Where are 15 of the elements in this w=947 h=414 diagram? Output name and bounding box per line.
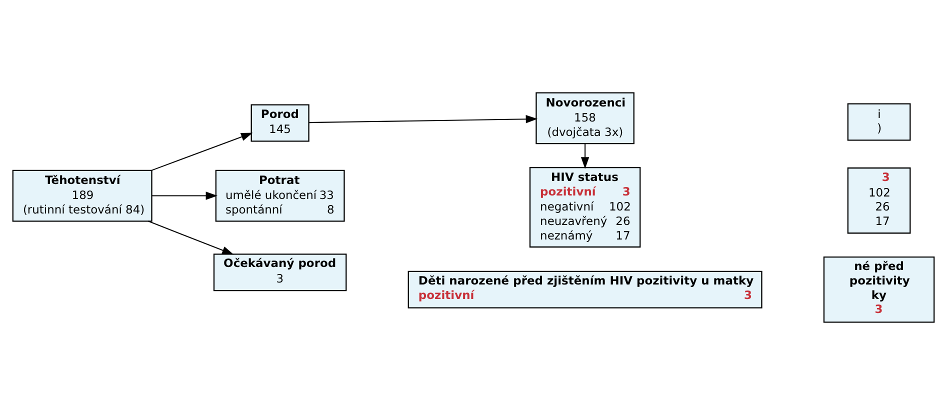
arrow [148,220,234,254]
node-box: i ) [847,102,911,140]
node-box: Očekávaný porod 3 [213,253,347,291]
arrow [309,114,538,123]
node-box: Novorozenci 158 (dvojčata 3x) [536,92,634,144]
node-box: 3 102 26 17 [847,166,911,234]
node-box: né před pozitivity ky 3 [823,256,935,322]
node-box: Děti narozené před zjištěním HIV pozitivity u matky pozitivní 3 [408,270,762,308]
node-box: Těhotenství 189 (rutinní testování 84) [12,169,152,222]
node-box: Porod 145 [250,104,310,142]
node-box: HIV status pozitivní 3 negativní 102 neuzavřený 26 neznámý 17 [529,166,641,248]
arrow [152,132,253,170]
node-box: Potrat umělé ukončení 33 spontánní 8 [215,169,345,222]
arrow [152,191,218,200]
arrow [580,143,590,168]
